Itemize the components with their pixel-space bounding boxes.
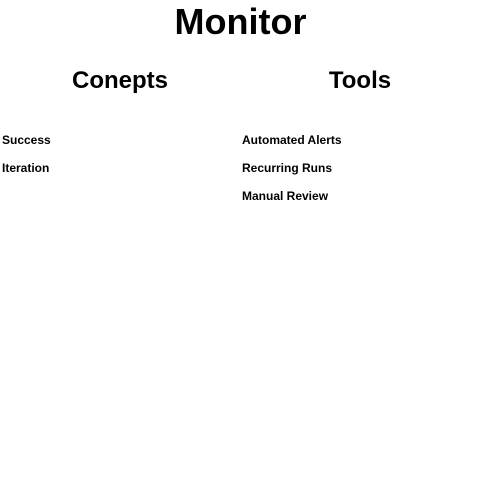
concepts-heading: Conepts (72, 67, 168, 94)
tools-heading: Tools (328, 67, 392, 94)
concept-item-success: Success (2, 133, 51, 147)
concept-item-iteration: Iteration (2, 161, 50, 175)
tool-item-recurring-runs: Recurring Runs (242, 161, 333, 175)
tool-item-manual-review: Manual Review (242, 189, 329, 203)
page-title: Monitor (174, 1, 307, 42)
tools-list: Automated Alerts Recurring Runs Manual R… (242, 126, 342, 210)
tool-item-automated-alerts: Automated Alerts (242, 133, 342, 147)
concepts-list: Success Iteration (2, 126, 51, 182)
